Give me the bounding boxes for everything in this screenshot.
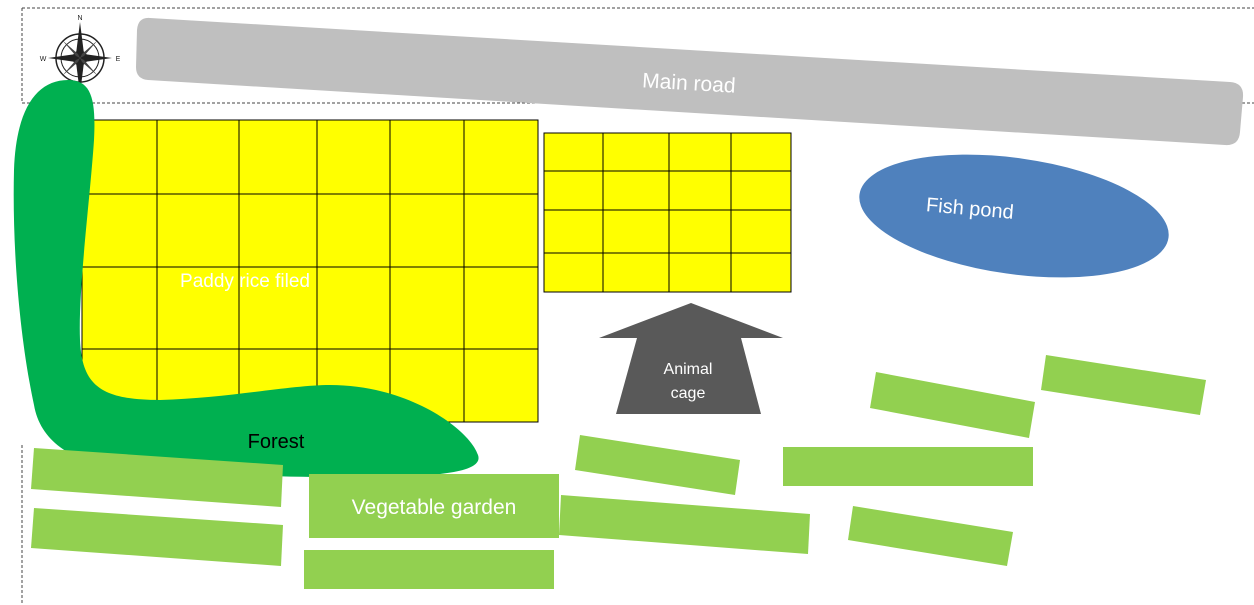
- garden-plot-6: [783, 447, 1033, 486]
- garden-plot-1: [31, 448, 283, 507]
- animal-cage-label-line2: cage: [671, 385, 706, 402]
- compass-rose-icon: N E W: [40, 15, 121, 94]
- forest: Forest: [13, 80, 479, 478]
- forest-label: Forest: [248, 431, 305, 453]
- fish-pond: Fish pond: [859, 154, 1169, 278]
- small-field-plot: [543, 132, 792, 293]
- vegetable-garden-plots: [31, 355, 1206, 589]
- compass-east-label: E: [116, 56, 121, 63]
- paddy-field-area: [81, 119, 539, 423]
- garden-plot-3: [304, 550, 554, 589]
- animal-cage: Animal cage: [599, 303, 783, 414]
- main-road: Main road: [136, 17, 1244, 146]
- small-field-grid-lines: [544, 133, 791, 292]
- garden-plot-4: [575, 435, 740, 495]
- paddy-field-label: Paddy rice filed: [180, 271, 310, 292]
- compass-north-label: N: [77, 15, 82, 22]
- garden-plot-main: [309, 474, 559, 538]
- small-field-area: [543, 132, 792, 293]
- paddy-field-grid-lines: [82, 120, 538, 422]
- vegetable-garden-label: Vegetable garden: [352, 496, 517, 519]
- compass-west-label: W: [40, 56, 47, 63]
- animal-cage-label-line1: Animal: [664, 361, 713, 378]
- garden-plot-5: [559, 495, 810, 554]
- garden-plot-2: [31, 508, 283, 566]
- garden-plot-8: [1041, 355, 1206, 415]
- garden-plot-9: [848, 506, 1013, 566]
- paddy-rice-field: Paddy rice filed: [81, 119, 539, 423]
- main-road-label: Main road: [642, 69, 737, 97]
- garden-plot-7: [870, 372, 1035, 438]
